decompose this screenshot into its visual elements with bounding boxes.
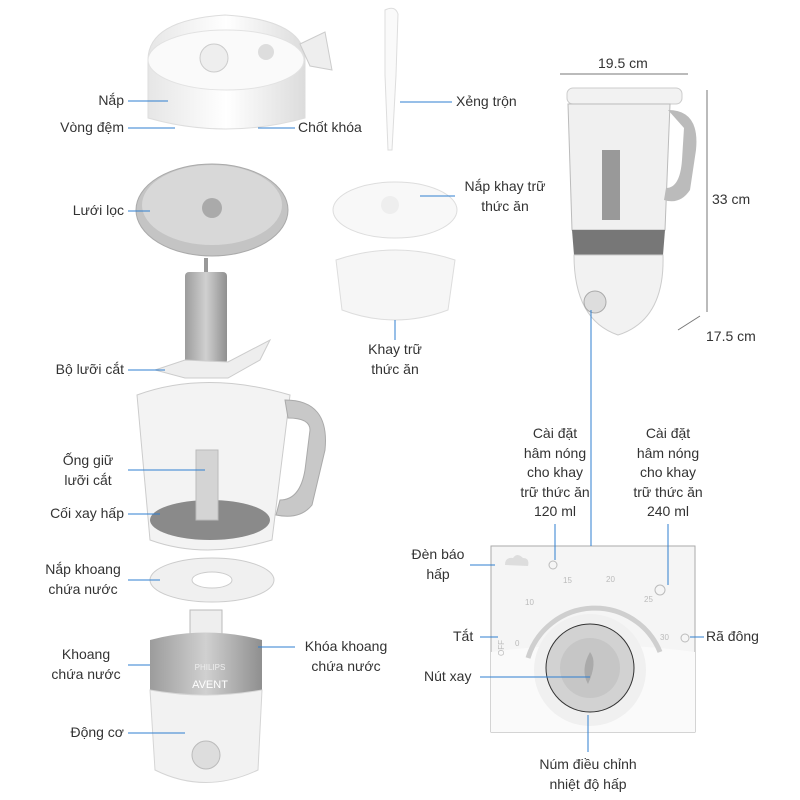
dimension-width: 19.5 cm [598,55,648,71]
dial-tick-20: 20 [606,575,615,584]
steam-blender-jar [136,382,326,551]
label-line: Nắp khoang [45,561,121,577]
label-steam-knob: Núm điều chỉnh nhiệt độ hấp [523,755,653,794]
label-line: Núm điều chỉnh [539,756,637,772]
blade-set [153,258,272,379]
label-line: 240 ml [646,503,690,519]
label-line: lưỡi cắt [64,471,112,488]
label-line: thức ăn [481,197,529,214]
defrost-icon [680,633,690,643]
label-line: Cài đặt [645,425,691,441]
label-storage-lid: Nắp khay trữ thức ăn [455,177,555,216]
strainer [135,163,289,257]
lid [147,14,333,130]
dimension-depth: 17.5 cm [706,328,756,344]
label-water-tank-lid: Nắp khoang chứa nước [36,560,130,599]
label-reheat-120: Cài đặt hâm nóng cho khay trữ thức ăn 120 ml [505,424,605,522]
dial-tick-off: OFF [497,640,506,656]
label-line: Ống giữ [62,452,114,468]
label-line: trữ thức ăn [520,483,590,500]
label-line: Nắp khay trữ [464,178,546,194]
label-blade-set: Bộ lưỡi cắt [55,361,124,377]
label-motor: Động cơ [70,724,124,740]
label-line: hâm nóng [523,444,587,461]
spatula [384,7,399,151]
leader-lines [128,100,704,752]
assembled-unit [566,87,697,336]
label-strainer: Lưới lọc [72,202,124,218]
label-blend-button: Nút xay [424,668,472,684]
dimension-height: 33 cm [712,191,751,207]
tray-120-icon [548,560,558,570]
label-jar: Cối xay hấp [50,505,124,521]
label-line: chứa nước [51,665,121,682]
dial-tick-30: 30 [660,633,669,642]
label-defrost: Rã đông [706,628,759,644]
label-line: Đèn báo [411,546,465,562]
label-line: Khóa khoang [304,638,388,654]
tray-240-icon [654,584,666,596]
dial-tick-25: 25 [644,595,653,604]
brand-philips: PHILIPS [195,663,226,672]
label-water-tank-lock: Khóa khoang chứa nước [296,637,396,676]
dial-panel: OFF 0 10 15 20 25 30 [490,545,696,733]
label-reheat-240: Cài đặt hâm nóng cho khay trữ thức ăn 240 ml [618,424,718,522]
storage-tray [332,181,458,321]
label-line: Khoang [61,646,111,662]
label-line: chứa nước [311,657,381,674]
label-blade-holder: Ống giữ lưỡi cắt [50,451,126,490]
label-line: 120 ml [533,503,577,519]
label-off: Tắt [453,628,474,644]
label-line: Khay trữ [368,341,422,357]
label-line: thức ăn [371,360,419,377]
dial-tick-0: 0 [515,639,520,648]
label-line: hâm nóng [636,444,700,461]
label-steam-light: Đèn báo hấp [405,545,471,584]
label-line: chứa nước [48,580,118,597]
steam-cloud-icon [505,555,529,566]
water-tank-lid [149,557,275,603]
blend-icon [584,652,594,684]
label-line: trữ thức ăn [633,483,703,500]
label-line: Cài đặt [532,425,578,441]
label-storage-tray: Khay trữ thức ăn [350,340,440,379]
brand-avent: AVENT [192,679,228,691]
label-spatula: Xẻng trộn [456,93,517,109]
label-line: hấp [426,565,450,582]
label-lock-pin: Chốt khóa [298,119,362,135]
dimension-lines [560,73,708,331]
label-water-tank: Khoang chứa nước [42,645,130,684]
label-line: cho khay [526,464,584,480]
dial-tick-15: 15 [563,576,572,585]
label-lid: Nắp [98,92,124,108]
label-line: nhiệt độ hấp [549,775,627,792]
label-line: cho khay [639,464,697,480]
motor-base: PHILIPS AVENT [149,609,263,783]
dial-tick-10: 10 [525,598,534,607]
label-seal: Vòng đệm [60,119,124,135]
